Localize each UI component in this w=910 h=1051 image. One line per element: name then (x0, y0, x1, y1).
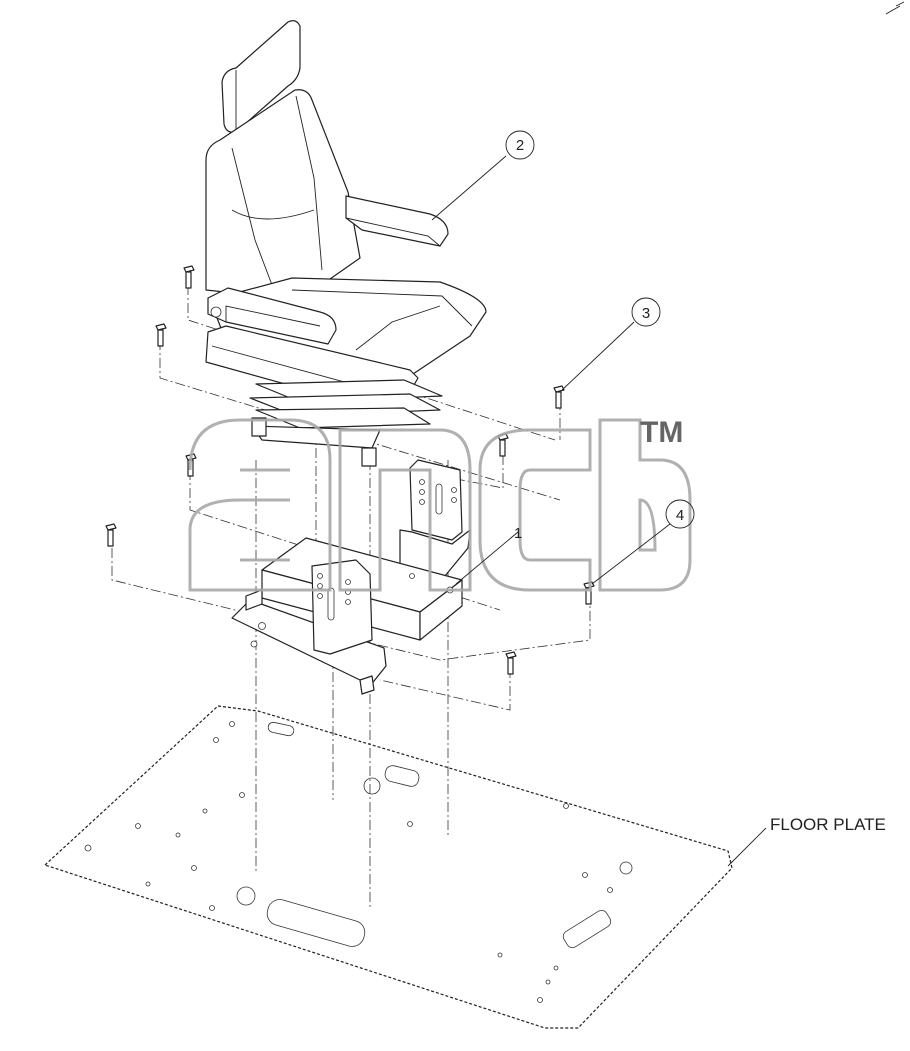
seat (205, 20, 487, 413)
corner-mark (885, 1, 905, 15)
watermark-tm: TM (640, 416, 683, 449)
callout-3-label: 3 (642, 305, 650, 322)
callout-3-circle (631, 297, 661, 327)
bolt (105, 523, 117, 547)
callout-4-label: 4 (676, 507, 684, 524)
bolt (553, 385, 565, 409)
callout-1-label: 1 (514, 525, 522, 542)
floor-plate (44, 705, 733, 1029)
side-bracket (399, 459, 471, 583)
bolt (505, 651, 517, 675)
floor-plate-label: FLOOR PLATE (770, 815, 886, 834)
watermark-logo: TM (188, 416, 692, 592)
suspension-bellows (249, 379, 443, 467)
mounting-frame (231, 537, 463, 695)
callout-2-label: 2 (516, 137, 524, 154)
callouts: 1 2 3 4 FLOOR PLATE (431, 130, 886, 867)
bolt (155, 323, 167, 347)
callout-2-circle (505, 130, 535, 160)
bolt (183, 265, 195, 289)
callout-4-circle (665, 499, 695, 529)
